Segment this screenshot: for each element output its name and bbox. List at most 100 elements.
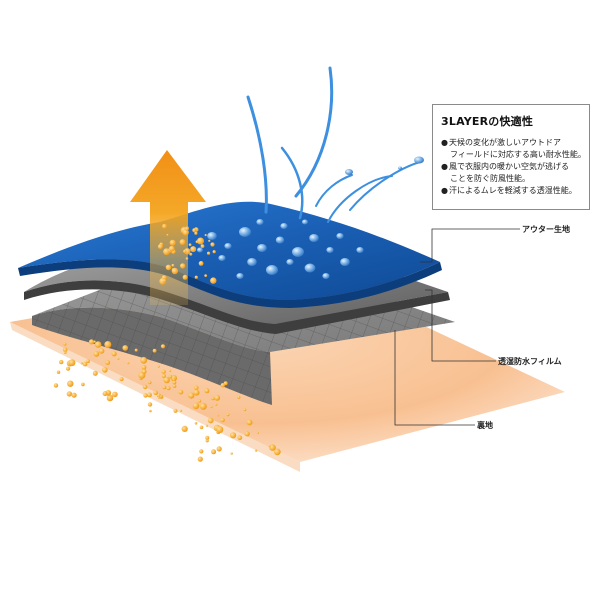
water-droplet — [218, 255, 226, 261]
sweat-droplet — [172, 380, 177, 385]
sweat-droplet — [106, 394, 114, 402]
sweat-droplet — [161, 374, 166, 378]
sweat-droplet — [237, 395, 241, 399]
sweat-droplet — [161, 369, 166, 374]
feature-item-breathable: ●汗によるムレを軽減する透湿性能。 — [441, 185, 583, 197]
sweat-droplet — [184, 248, 191, 255]
sweat-droplet — [182, 229, 189, 236]
water-droplet — [256, 219, 264, 225]
sweat-droplet — [178, 389, 184, 395]
sweat-droplet — [199, 402, 207, 410]
water-droplet — [309, 234, 319, 242]
sweat-droplet — [211, 396, 215, 401]
sweat-droplet — [86, 359, 90, 364]
sweat-droplet — [64, 351, 67, 354]
water-droplet — [292, 247, 304, 257]
sweat-droplet — [198, 261, 204, 266]
sweat-droplet — [59, 359, 64, 365]
sweat-droplet — [220, 417, 225, 423]
membrane-label: 透湿防水フィルム — [498, 357, 562, 366]
sweat-droplet — [192, 402, 200, 410]
sweat-droplet — [216, 426, 224, 434]
sweat-droplet — [171, 267, 179, 275]
sweat-droplet — [230, 432, 237, 439]
sweat-droplet — [200, 244, 205, 249]
water-droplet — [224, 243, 232, 249]
sweat-droplet — [207, 417, 214, 424]
sweat-droplet — [94, 341, 102, 348]
sweat-droplet — [162, 385, 167, 390]
sweat-droplet — [63, 342, 67, 346]
sweat-droplet — [273, 448, 281, 456]
sweat-droplet — [193, 389, 200, 396]
sweat-droplet — [169, 245, 175, 252]
sweat-droplet — [199, 449, 204, 454]
sweat-droplet — [244, 431, 250, 437]
sweat-droplet — [81, 382, 85, 387]
sweat-droplet — [197, 456, 203, 462]
sweat-droplet — [162, 223, 167, 229]
sweat-droplet — [149, 409, 152, 413]
sweat-droplet — [210, 277, 217, 284]
water-droplet — [326, 247, 334, 253]
water-droplet — [322, 273, 330, 279]
sweat-droplet — [169, 369, 172, 372]
sweat-droplet — [156, 393, 161, 398]
sweat-droplet — [141, 369, 147, 374]
water-droplet — [266, 265, 278, 275]
sweat-droplet — [217, 414, 220, 417]
sweat-droplet — [148, 380, 152, 385]
water-splash-drops — [345, 156, 424, 175]
water-droplet — [336, 233, 344, 239]
water-droplet — [304, 263, 316, 273]
sweat-droplet — [67, 380, 74, 387]
sweat-droplet — [199, 425, 204, 430]
sweat-droplet — [68, 359, 76, 367]
sweat-droplets — [53, 223, 281, 462]
sweat-droplet — [153, 390, 158, 396]
feature-item-waterproof-line2: フィールドに対応する高い耐水性能。 — [441, 149, 586, 161]
sweat-droplet — [105, 360, 111, 365]
sweat-droplet — [230, 452, 233, 455]
sweat-droplet — [165, 264, 172, 271]
sweat-droplet — [160, 395, 163, 398]
sweat-droplet — [93, 340, 96, 343]
sweat-droplet — [226, 413, 230, 417]
sweat-droplet — [157, 365, 160, 368]
sweat-droplet — [182, 274, 188, 280]
sweat-droplet — [246, 419, 253, 426]
sweat-droplet — [134, 348, 138, 352]
water-droplet — [207, 232, 217, 240]
sweat-droplet — [102, 367, 108, 373]
water-droplet — [197, 247, 203, 253]
sweat-droplet — [210, 405, 213, 409]
water-droplet — [340, 258, 350, 266]
water-droplet — [257, 244, 267, 252]
sweat-droplet — [194, 231, 198, 235]
sweat-droplet — [169, 239, 176, 246]
sweat-droplet — [93, 351, 100, 357]
water-droplet — [280, 223, 288, 229]
sweat-droplet — [66, 391, 73, 397]
sweat-droplet — [147, 392, 152, 398]
sweat-droplet — [157, 244, 163, 250]
water-droplet — [286, 259, 294, 265]
sweat-droplet — [210, 242, 215, 247]
features-info-box: 3LAYERの快適性 ●天候の変化が激しいアウトドア フィールドに対応する高い耐… — [432, 104, 590, 210]
water-droplet — [356, 247, 364, 253]
sweat-droplet — [205, 435, 210, 440]
feature-item-waterproof-line1: ●天候の変化が激しいアウトドア — [441, 137, 583, 149]
sweat-droplet — [166, 233, 169, 236]
sweat-droplet — [214, 395, 221, 401]
sweat-droplet — [256, 431, 260, 434]
feature-item-windproof-line1: ●風で衣服内の暖かい空気が逃げる — [441, 161, 583, 173]
feature-text: フィールドに対応する高い耐水性能。 — [450, 150, 586, 159]
sweat-droplet — [88, 339, 95, 345]
sweat-droplet — [190, 246, 197, 253]
sweat-droplet — [173, 408, 178, 413]
sweat-droplet — [82, 361, 88, 367]
sweat-droplet — [216, 446, 222, 452]
sweat-droplet — [71, 392, 77, 398]
sweat-droplet — [92, 370, 98, 376]
sweat-droplet — [80, 362, 83, 365]
